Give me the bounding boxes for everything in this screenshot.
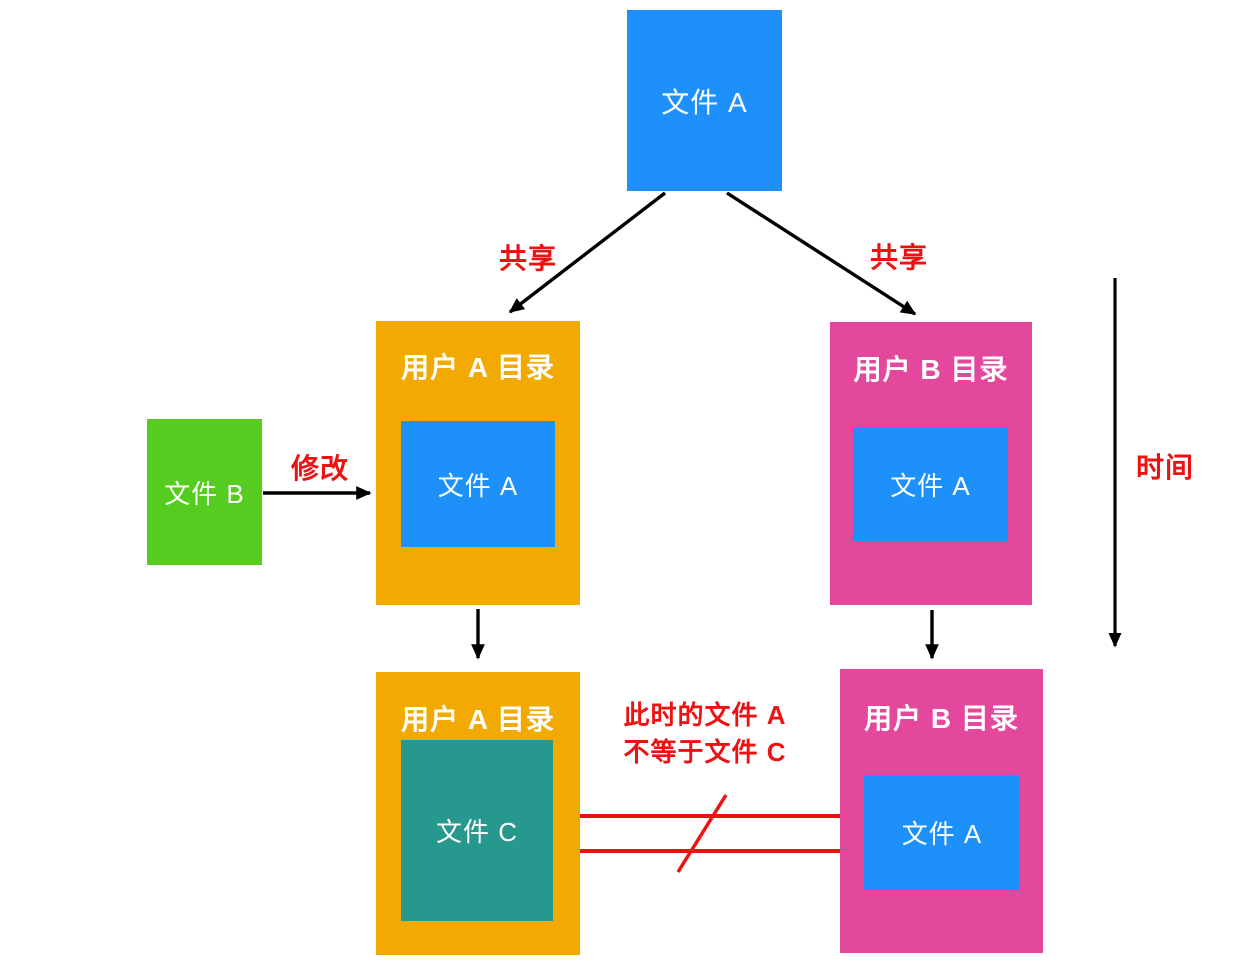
node-file-b: 文件 B: [147, 419, 262, 565]
node-dir-a-bottom: 用户 A 目录 文件 C: [376, 672, 580, 955]
node-dir-a-top-title: 用户 A 目录: [401, 352, 555, 383]
not-equal-slash: [676, 794, 728, 873]
node-dir-a-bottom-file-label: 文件 C: [435, 817, 518, 847]
node-file-a-top: 文件 A: [627, 10, 782, 191]
node-dir-a-bottom-title: 用户 A 目录: [401, 704, 555, 735]
node-dir-a-bottom-file: 文件 C: [401, 740, 553, 921]
node-dir-b-bottom-title: 用户 B 目录: [864, 703, 1019, 734]
share-arrow-right: [726, 191, 917, 316]
node-dir-b-top-file-label: 文件 A: [890, 470, 971, 501]
node-dir-a-top: 用户 A 目录 文件 A: [376, 321, 580, 605]
modify-label: 修改: [290, 453, 349, 484]
node-dir-a-top-file: 文件 A: [401, 421, 555, 547]
node-dir-b-top: 用户 B 目录 文件 A: [830, 322, 1032, 605]
share-label-left: 共享: [498, 243, 557, 274]
node-file-b-label: 文件 B: [164, 478, 245, 509]
node-dir-b-bottom: 用户 B 目录 文件 A: [840, 669, 1043, 953]
not-equal-note: 此时的文件 A 不等于文件 C: [585, 697, 825, 771]
not-equal-note-line1: 此时的文件 A: [623, 700, 787, 730]
node-dir-b-top-title: 用户 B 目录: [853, 354, 1009, 385]
node-dir-b-bottom-file: 文件 A: [864, 775, 1020, 890]
share-arrow-left: [508, 191, 667, 314]
node-file-a-top-label: 文件 A: [661, 86, 748, 118]
node-dir-b-bottom-file-label: 文件 A: [901, 819, 983, 849]
time-label: 时间: [1135, 452, 1194, 483]
not-equal-note-line2: 不等于文件 C: [623, 737, 787, 767]
node-dir-b-top-file: 文件 A: [853, 427, 1008, 541]
node-dir-a-top-file-label: 文件 A: [437, 470, 519, 501]
share-label-right: 共享: [869, 242, 928, 273]
